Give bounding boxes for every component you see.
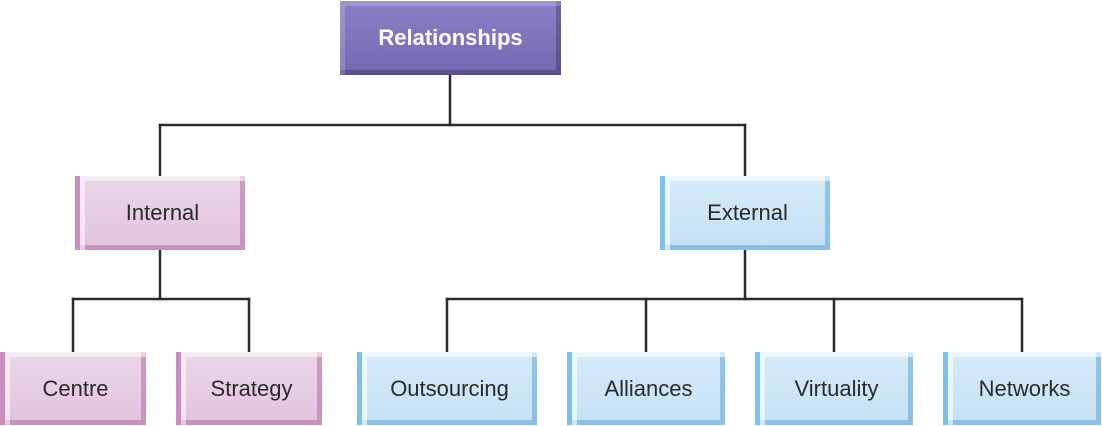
node-outsourcing-label: Outsourcing	[390, 375, 509, 401]
node-networks: Networks	[943, 352, 1101, 425]
node-alliances: Alliances	[567, 352, 725, 425]
node-external: External	[660, 176, 830, 250]
node-strategy: Strategy	[176, 352, 322, 425]
node-alliances-label: Alliances	[604, 375, 693, 401]
node-internal-label: Internal	[125, 200, 200, 225]
node-outsourcing: Outsourcing	[357, 352, 537, 425]
node-external-label: External	[707, 200, 788, 225]
node-virtuality: Virtuality	[755, 352, 913, 425]
node-centre-label: Centre	[42, 375, 109, 401]
root-node-relationships: Relationships	[340, 1, 561, 75]
node-networks-label: Networks	[978, 375, 1071, 401]
node-internal: Internal	[75, 176, 245, 250]
node-strategy-label: Strategy	[210, 375, 293, 401]
node-centre: Centre	[0, 352, 146, 425]
node-virtuality-label: Virtuality	[794, 375, 879, 401]
root-node-label: Relationships	[378, 25, 523, 50]
